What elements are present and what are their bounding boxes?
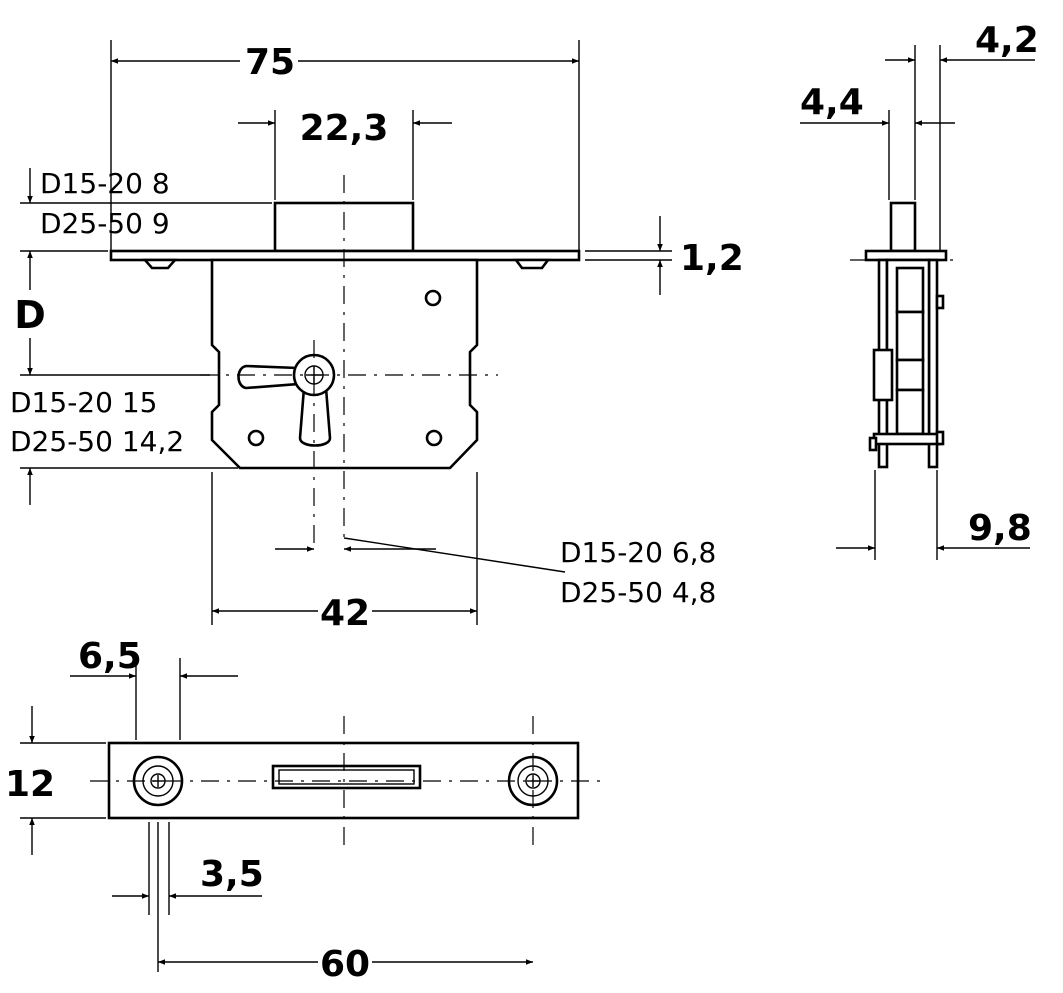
note-top-line2: D25-50 9 [40, 207, 170, 240]
side-spring-block [872, 348, 894, 402]
case-hole-bottom-left [247, 429, 265, 447]
dim-60-text: 60 [320, 944, 370, 985]
dim-4-4: 4,4 [800, 82, 955, 200]
dim-22-3: 22,3 [238, 108, 452, 200]
note-keyhole-distance: D15-20 15 D25-50 14,2 [10, 386, 238, 505]
label-D: D [14, 293, 46, 337]
dim-1-2: 1,2 [585, 216, 744, 295]
dim-22-3-text: 22,3 [300, 108, 389, 149]
forend-tab-left [142, 258, 178, 270]
dim-9-8: 9,8 [836, 470, 1032, 560]
dim-6-5-text: 6,5 [78, 636, 142, 677]
note-left-line1: D15-20 15 [10, 386, 157, 419]
dim-75-text: 75 [245, 42, 295, 83]
lever-handle [237, 364, 300, 390]
note-bolt-depth: D15-20 8 D25-50 9 [20, 167, 272, 240]
note-left-line2: D25-50 14,2 [10, 425, 184, 458]
dim-42-text: 42 [320, 593, 370, 634]
note-right-line1: D15-20 6,8 [560, 536, 716, 569]
note-keyhole-offset: D15-20 6,8 D25-50 4,8 [275, 536, 716, 609]
dim-D: D [14, 250, 210, 376]
case-hole-top-right [424, 289, 442, 307]
note-right-line2: D25-50 4,8 [560, 576, 716, 609]
front-view [109, 175, 581, 545]
dim-6-5: 6,5 [70, 636, 238, 740]
dim-3-5: 3,5 [112, 822, 264, 915]
note-top-line1: D15-20 8 [40, 167, 170, 200]
forend-tab-right [513, 258, 551, 270]
keyhole-stem [298, 386, 332, 447]
dim-3-5-text: 3,5 [200, 854, 264, 895]
side-bolt [889, 201, 917, 253]
strike-plate-view [90, 716, 608, 848]
strike-slot [271, 764, 422, 790]
dim-12-text: 12 [5, 764, 55, 805]
dim-4-4-text: 4,4 [800, 82, 864, 123]
dim-1-2-text: 1,2 [680, 238, 744, 279]
dim-75: 75 [110, 40, 580, 250]
dim-12: 12 [5, 706, 106, 855]
forend-plate [109, 249, 581, 262]
dim-42: 42 [211, 472, 478, 634]
dim-4-2-text: 4,2 [975, 20, 1039, 61]
dim-9-8-text: 9,8 [968, 508, 1032, 549]
case-hole-bottom-right [425, 429, 443, 447]
dim-60: 60 [157, 822, 533, 985]
side-forend [864, 249, 948, 262]
side-view [850, 201, 960, 469]
